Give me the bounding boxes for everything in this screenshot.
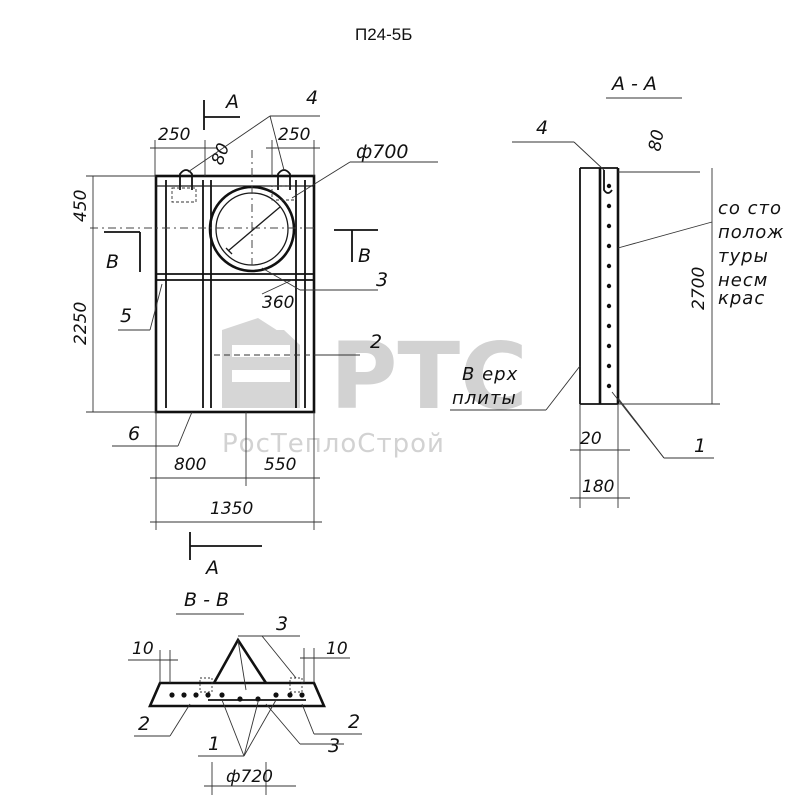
drawing-title: П24-5Б bbox=[355, 25, 412, 44]
section-bb-callout-3-bottom: 3 bbox=[328, 735, 340, 757]
section-aa-callout-1-leader-b bbox=[617, 397, 665, 459]
dim-450: 450 bbox=[71, 190, 91, 222]
callout-4-leader-right bbox=[269, 115, 285, 171]
diameter-tick bbox=[225, 247, 233, 255]
section-bb-callout-1-leader-b bbox=[243, 701, 259, 757]
dim-360: 360 bbox=[262, 293, 294, 313]
dim-360-line bbox=[261, 279, 293, 295]
watermark: РТС РосТеплоСтрой bbox=[222, 318, 528, 459]
dim-80: 80 bbox=[208, 141, 234, 168]
section-bb-callout-2-right-leader bbox=[301, 703, 315, 735]
section-bb-callout-2-right: 2 bbox=[348, 711, 360, 733]
watermark-logo: РТС bbox=[330, 323, 528, 430]
lifting-loop-section bbox=[603, 170, 613, 194]
watermark-company-name: РосТеплоСтрой bbox=[222, 429, 445, 459]
section-aa-dim-20: 20 bbox=[580, 429, 602, 449]
top-note-line-1: В ерх bbox=[462, 364, 518, 385]
side-note-leader bbox=[617, 221, 713, 249]
callout-3: 3 bbox=[376, 269, 388, 291]
top-note-line-2: плиты bbox=[452, 388, 517, 409]
dim-250-left: 250 bbox=[158, 125, 190, 145]
callout-6-leader bbox=[177, 411, 193, 447]
section-bb-dim-10-left: 10 bbox=[132, 639, 154, 659]
cut-b-left-label: В bbox=[106, 251, 119, 273]
section-bb-callout-1-leader-a bbox=[221, 699, 245, 757]
section-bb-dim-720: ф720 bbox=[226, 767, 273, 787]
section-bb-slab bbox=[148, 681, 326, 708]
top-note-leader bbox=[545, 365, 581, 411]
section-aa-title: А - А bbox=[610, 73, 657, 95]
section-bb-callout-2-left-leader bbox=[169, 703, 191, 737]
side-note-line-4: несм bbox=[718, 270, 768, 291]
side-note-line-2: полож bbox=[718, 222, 785, 243]
rebar-dots bbox=[606, 183, 612, 389]
cut-a-top-label: А bbox=[224, 91, 239, 113]
section-bb-ring-center bbox=[237, 639, 247, 691]
callout-4-leader-left bbox=[187, 115, 271, 173]
side-note-line-3: туры bbox=[718, 246, 769, 267]
section-aa-callout-1: 1 bbox=[694, 435, 706, 457]
section-bb-dim-10-right: 10 bbox=[326, 639, 348, 659]
side-note-line-1: со сто bbox=[718, 198, 782, 219]
dim-550: 550 bbox=[264, 455, 296, 475]
section-aa-dim-80: 80 bbox=[645, 128, 668, 153]
diameter-leader bbox=[291, 161, 351, 199]
section-bb-callout-2-left: 2 bbox=[138, 713, 150, 735]
side-note-line-5: крас bbox=[718, 288, 765, 309]
watermark-house-icon bbox=[222, 318, 300, 408]
front-view: 250 250 80 А 4 ф700 450 2250 В В 3 bbox=[71, 87, 438, 579]
dim-800: 800 bbox=[174, 455, 206, 475]
section-aa-callout-4-leader bbox=[573, 141, 605, 171]
dim-2250: 2250 bbox=[71, 302, 91, 345]
section-bb-callout-3-bottom-leader bbox=[265, 703, 301, 745]
section-aa-dim-2700: 2700 bbox=[689, 267, 709, 310]
dim-1350: 1350 bbox=[210, 499, 253, 519]
section-bb-title: В - В bbox=[184, 589, 229, 611]
section-aa-callout-4: 4 bbox=[536, 117, 548, 139]
callout-3-leader bbox=[261, 267, 301, 291]
section-bb-ring-top bbox=[212, 637, 268, 684]
dim-250-right: 250 bbox=[278, 125, 310, 145]
callout-4: 4 bbox=[306, 87, 318, 109]
section-aa: А - А 4 80 2700 со сто полож bbox=[450, 73, 785, 508]
dim-diameter-700: ф700 bbox=[356, 141, 409, 163]
callout-6: 6 bbox=[128, 423, 140, 445]
lifting-loop-left bbox=[171, 169, 197, 203]
section-bb: В - В 10 10 3 2 bbox=[128, 589, 362, 795]
callout-2: 2 bbox=[370, 331, 382, 353]
section-bb-callout-1: 1 bbox=[208, 733, 220, 755]
section-bb-callout-3-top-leader bbox=[261, 635, 297, 679]
section-bb-callout-1-leader-c bbox=[243, 699, 277, 757]
section-bb-callout-3-top: 3 bbox=[276, 613, 288, 635]
callout-5-leader bbox=[149, 283, 163, 331]
cut-b-right-label: В bbox=[358, 245, 371, 267]
section-bb-loop-right bbox=[289, 677, 303, 693]
callout-5: 5 bbox=[120, 305, 132, 327]
section-bb-loop-left bbox=[199, 677, 213, 693]
cut-a-bottom-label: А bbox=[204, 557, 219, 579]
diameter-line bbox=[227, 206, 281, 252]
section-aa-dim-180: 180 bbox=[582, 477, 614, 497]
panel-outline bbox=[154, 174, 316, 414]
